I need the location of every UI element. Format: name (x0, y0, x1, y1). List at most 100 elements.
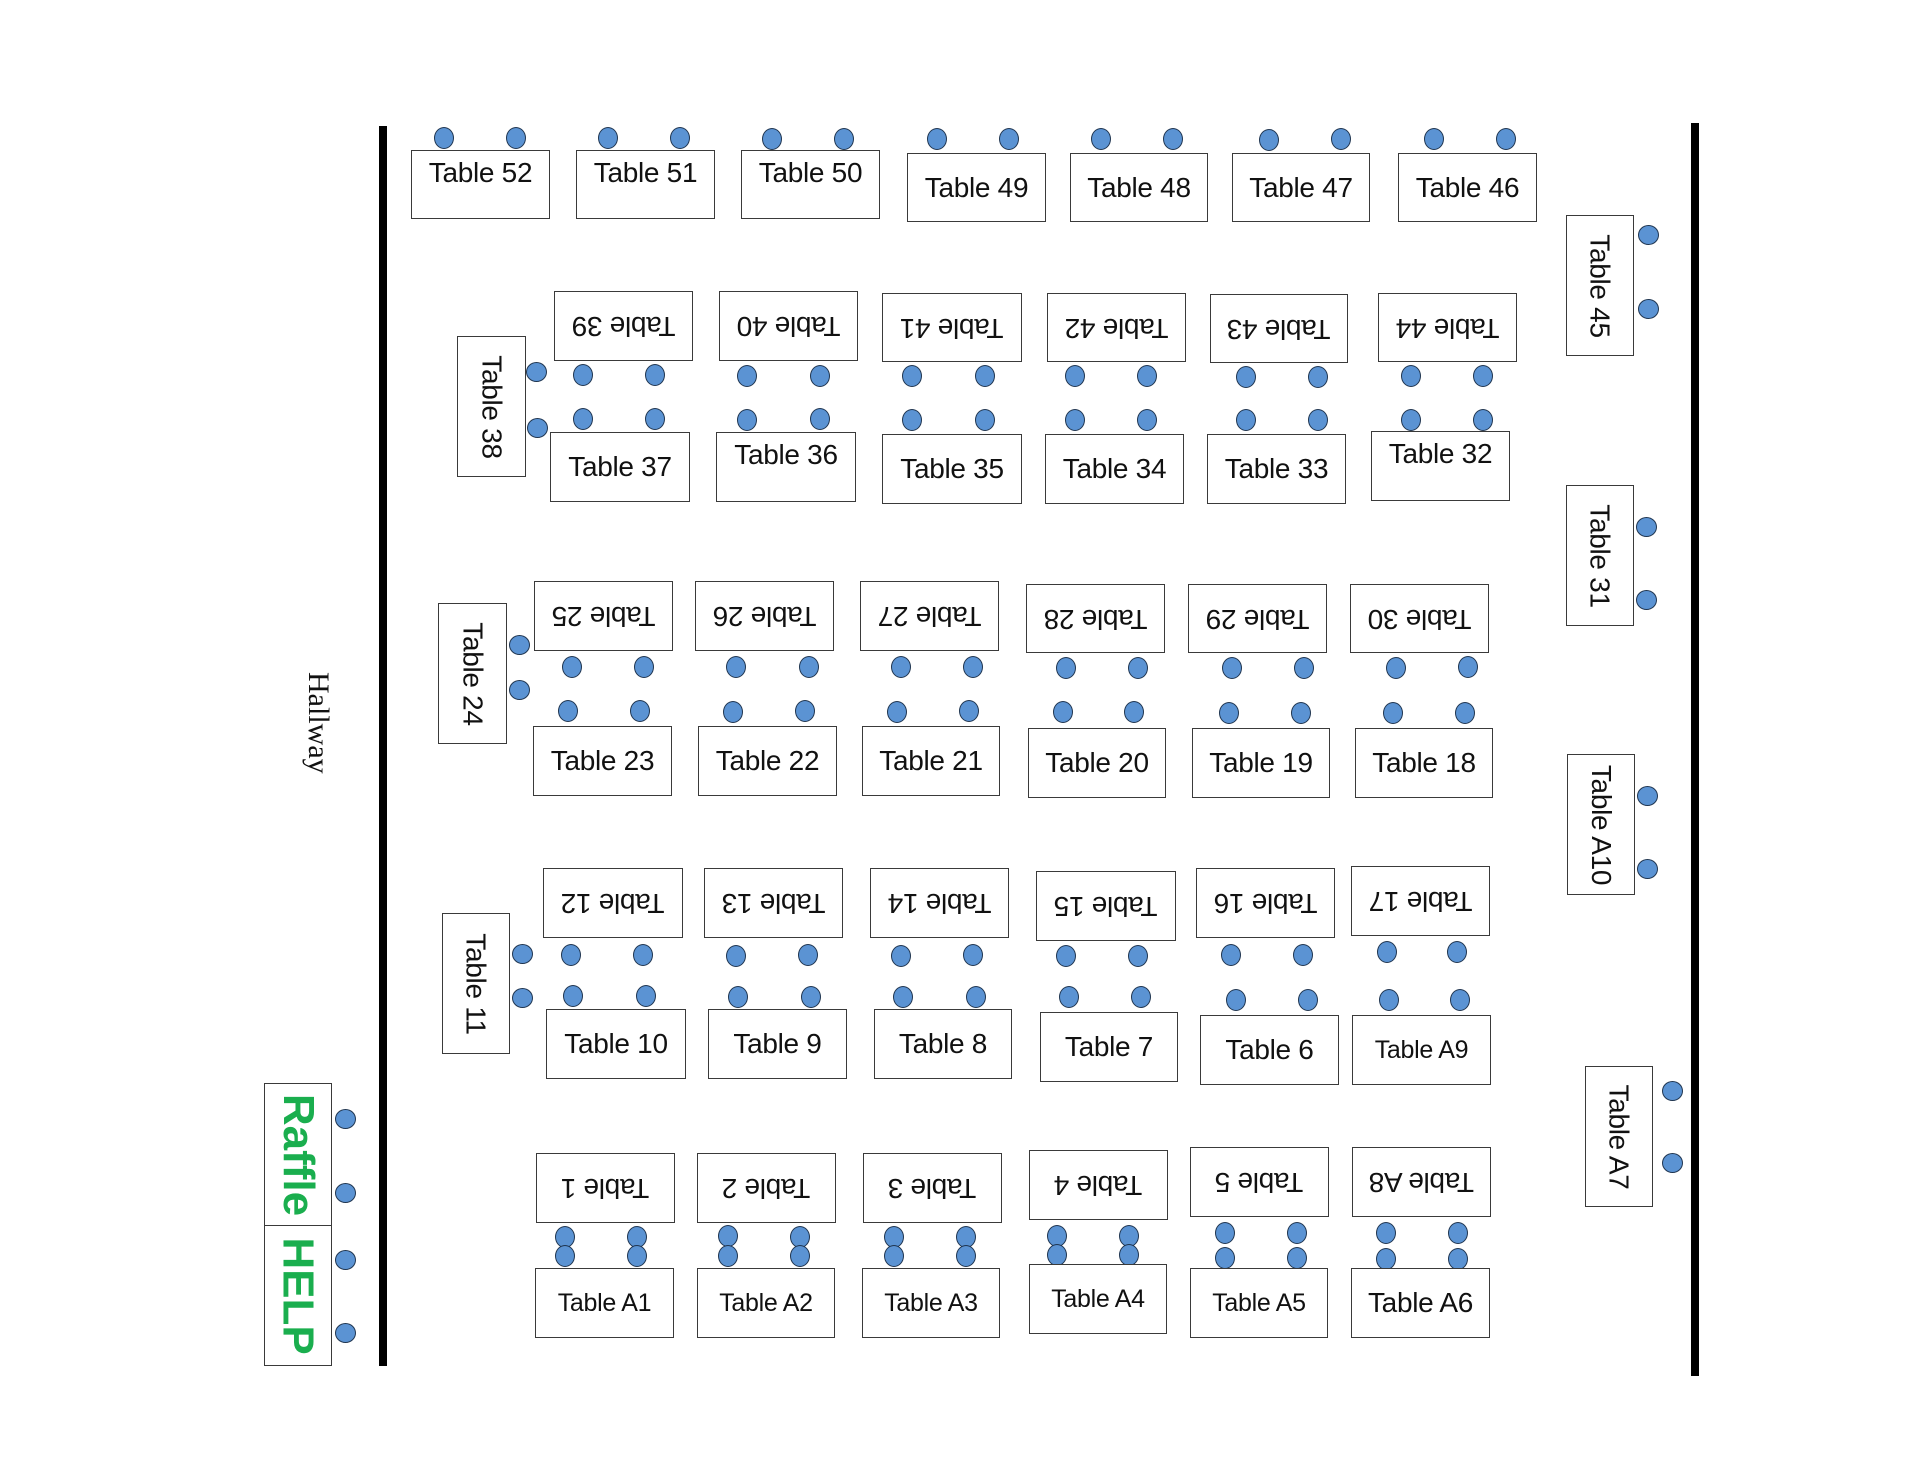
chair (1424, 128, 1444, 150)
table-8[interactable]: Table 8 (874, 1009, 1012, 1079)
table-a3[interactable]: Table A3 (862, 1268, 1000, 1338)
table-47[interactable]: Table 47 (1232, 153, 1370, 222)
chair (1124, 701, 1144, 723)
table-a2[interactable]: Table A2 (697, 1268, 835, 1338)
table-11[interactable]: Table 11 (442, 913, 510, 1054)
chair (512, 988, 533, 1008)
table-a7[interactable]: Table A7 (1585, 1066, 1653, 1207)
table-a1[interactable]: Table A1 (535, 1268, 674, 1338)
table-a5[interactable]: Table A5 (1190, 1268, 1328, 1338)
table-32[interactable]: Table 32 (1371, 431, 1510, 501)
chair (1331, 128, 1351, 150)
table-41[interactable]: Table 41 (882, 293, 1022, 362)
table-37[interactable]: Table 37 (550, 432, 690, 502)
table-24[interactable]: Table 24 (438, 603, 507, 744)
chair (975, 365, 995, 387)
table-42[interactable]: Table 42 (1047, 293, 1186, 362)
chair (834, 128, 854, 150)
chair (718, 1245, 738, 1267)
chair (1056, 657, 1076, 679)
table-31[interactable]: Table 31 (1566, 485, 1634, 626)
table-44[interactable]: Table 44 (1378, 293, 1517, 362)
chair (1137, 409, 1157, 431)
chair (1119, 1244, 1139, 1266)
table-39[interactable]: Table 39 (554, 291, 693, 361)
chair (810, 408, 830, 430)
table-14[interactable]: Table 14 (870, 868, 1009, 938)
table-40[interactable]: Table 40 (719, 291, 858, 361)
table-18[interactable]: Table 18 (1355, 728, 1493, 798)
chair (636, 985, 656, 1007)
table-7[interactable]: Table 7 (1040, 1012, 1178, 1082)
chair (1637, 786, 1658, 806)
table-a10[interactable]: Table A10 (1567, 754, 1635, 895)
chair (1065, 365, 1085, 387)
table-12[interactable]: Table 12 (543, 868, 683, 938)
table-46[interactable]: Table 46 (1398, 153, 1537, 222)
table-26[interactable]: Table 26 (695, 581, 834, 651)
table-a4[interactable]: Table A4 (1029, 1264, 1167, 1334)
table-1[interactable]: Table 1 (536, 1153, 675, 1223)
right-wall (1691, 123, 1699, 1376)
chair (1379, 989, 1399, 1011)
chair (573, 364, 593, 386)
table-9[interactable]: Table 9 (708, 1009, 847, 1079)
table-16[interactable]: Table 16 (1196, 868, 1335, 938)
table-a6[interactable]: Table A6 (1351, 1268, 1490, 1338)
table-27[interactable]: Table 27 (860, 581, 999, 651)
table-51[interactable]: Table 51 (576, 150, 715, 219)
table-5[interactable]: Table 5 (1190, 1147, 1329, 1217)
table-30[interactable]: Table 30 (1350, 584, 1489, 653)
chair (1638, 299, 1659, 319)
table-3[interactable]: Table 3 (863, 1153, 1002, 1223)
table-49[interactable]: Table 49 (907, 153, 1046, 222)
chair (891, 656, 911, 678)
table-23[interactable]: Table 23 (533, 726, 672, 796)
table-20[interactable]: Table 20 (1028, 728, 1166, 798)
chair (1128, 657, 1148, 679)
raffle-station[interactable]: Raffle (264, 1083, 332, 1226)
table-33[interactable]: Table 33 (1207, 434, 1346, 504)
chair (728, 986, 748, 1008)
table-43[interactable]: Table 43 (1210, 294, 1348, 363)
table-50[interactable]: Table 50 (741, 150, 880, 219)
chair (1401, 365, 1421, 387)
help-station[interactable]: HELP (264, 1225, 332, 1366)
chair (1053, 701, 1073, 723)
table-52[interactable]: Table 52 (411, 150, 550, 219)
table-22[interactable]: Table 22 (698, 726, 837, 796)
chair (790, 1245, 810, 1267)
chair (1293, 944, 1313, 966)
table-34[interactable]: Table 34 (1045, 434, 1184, 504)
table-45[interactable]: Table 45 (1566, 215, 1634, 356)
table-28[interactable]: Table 28 (1026, 584, 1165, 653)
chair (563, 985, 583, 1007)
table-13[interactable]: Table 13 (704, 868, 843, 938)
chair (891, 945, 911, 967)
table-a9[interactable]: Table A9 (1352, 1015, 1491, 1085)
table-35[interactable]: Table 35 (882, 434, 1022, 504)
table-10[interactable]: Table 10 (546, 1009, 686, 1079)
table-a8[interactable]: Table A8 (1352, 1147, 1491, 1217)
table-19[interactable]: Table 19 (1192, 728, 1330, 798)
help-label: HELP (274, 1236, 324, 1355)
chair (1298, 989, 1318, 1011)
chair (1636, 590, 1657, 610)
table-29[interactable]: Table 29 (1188, 584, 1327, 653)
table-25[interactable]: Table 25 (534, 581, 673, 651)
chair (630, 700, 650, 722)
table-21[interactable]: Table 21 (862, 726, 1000, 796)
chair (1294, 657, 1314, 679)
table-2[interactable]: Table 2 (697, 1153, 836, 1223)
chair (1448, 1222, 1468, 1244)
chair (1163, 128, 1183, 150)
chair (1215, 1247, 1235, 1269)
table-38[interactable]: Table 38 (457, 336, 526, 477)
table-48[interactable]: Table 48 (1070, 153, 1208, 222)
table-17[interactable]: Table 17 (1351, 866, 1490, 936)
table-4[interactable]: Table 4 (1029, 1150, 1168, 1220)
table-36[interactable]: Table 36 (716, 432, 856, 502)
table-6[interactable]: Table 6 (1200, 1015, 1339, 1085)
table-15[interactable]: Table 15 (1036, 871, 1176, 941)
